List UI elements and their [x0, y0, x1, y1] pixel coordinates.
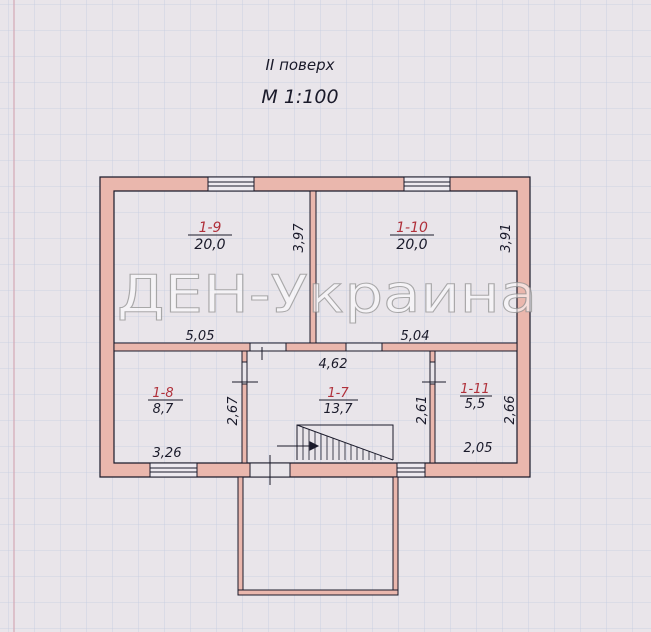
room-width: 4,62	[319, 357, 348, 372]
room-id: 1-9	[199, 220, 222, 236]
room-area: 13,7	[324, 402, 354, 417]
scale-label: М 1:100	[261, 86, 338, 108]
doors	[232, 342, 446, 485]
room-1-8: 1-8 8,7 3,26 2,67	[148, 386, 241, 461]
room-area: 8,7	[153, 402, 174, 417]
room-id: 1-11	[460, 382, 490, 397]
room-depth: 2,61	[415, 396, 430, 425]
room-width: 3,26	[153, 446, 182, 461]
room-1-11: 1-11 5,5 2,05 2,66	[460, 382, 518, 456]
room-1-10: 1-10 20,0 5,04 3,91	[390, 220, 514, 344]
windows	[149, 176, 451, 478]
room-id: 1-7	[327, 386, 349, 401]
room-id: 1-8	[152, 386, 173, 401]
watermark: ДЕН-Украина	[117, 265, 537, 325]
room-width: 5,05	[186, 329, 215, 344]
room-area: 20,0	[396, 237, 427, 253]
room-id: 1-10	[396, 220, 428, 236]
room-depth: 2,67	[226, 396, 241, 426]
room-area: 5,5	[465, 397, 486, 412]
room-area: 20,0	[194, 237, 225, 253]
room-depth: 3,97	[292, 223, 307, 253]
porch	[237, 476, 399, 596]
floor-title: II поверх	[265, 56, 334, 74]
room-depth: 3,91	[499, 224, 514, 253]
staircase	[277, 424, 394, 461]
room-width: 5,04	[401, 329, 430, 344]
room-1-9: 1-9 20,0 5,05 3,97	[186, 220, 307, 344]
room-width: 2,05	[464, 441, 493, 456]
room-depth: 2,66	[503, 396, 518, 425]
room-1-7: 1-7 13,7 4,62 2,61	[319, 357, 430, 424]
walls	[99, 176, 531, 478]
